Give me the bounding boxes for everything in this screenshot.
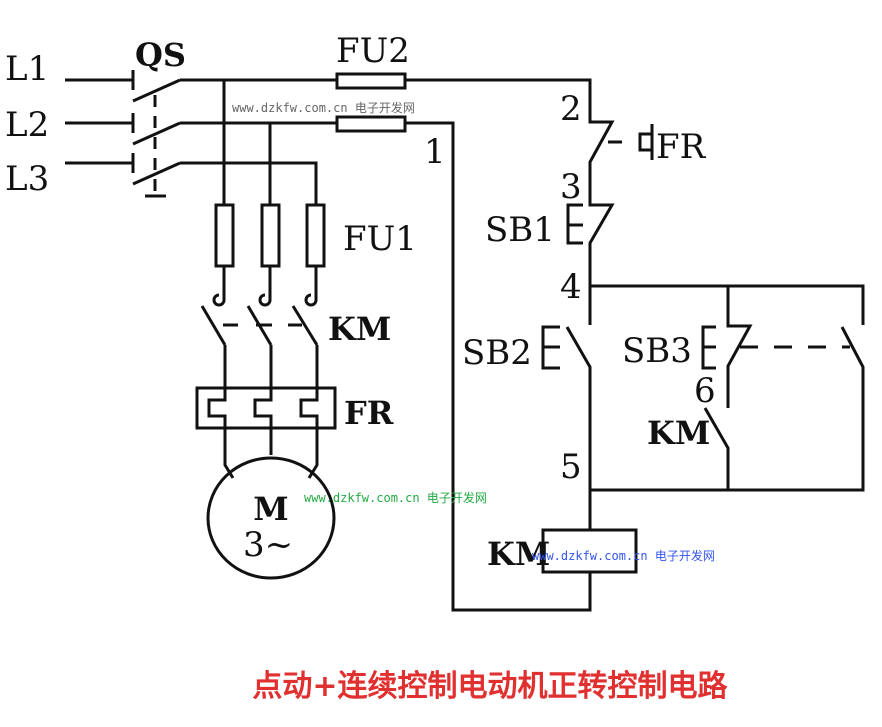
label-node-1: 1 xyxy=(424,132,446,172)
label-node-2: 2 xyxy=(560,89,582,129)
supply-lines xyxy=(65,78,133,165)
label-sb2: SB2 xyxy=(462,333,532,373)
label-fu1: FU1 xyxy=(343,219,417,259)
watermark: www.dzkfw.com.cn 电子开发网 xyxy=(532,548,715,563)
control-circuit xyxy=(541,100,865,574)
qs-switch xyxy=(131,70,181,198)
label-l1: L1 xyxy=(5,49,49,89)
label-motor-phase: 3~ xyxy=(243,525,293,565)
label-node-4: 4 xyxy=(560,267,582,307)
label-l3: L3 xyxy=(5,159,49,199)
watermark: www.dzkfw.com.cn 电子开发网 xyxy=(232,100,415,115)
label-fu2: FU2 xyxy=(336,31,410,71)
label-l2: L2 xyxy=(5,105,49,145)
label-node-5: 5 xyxy=(560,447,582,487)
label-fr-contact: FR xyxy=(656,127,707,167)
label-motor-m: M xyxy=(253,490,288,528)
label-km-aux: KM xyxy=(647,414,710,452)
label-km-coil: KM xyxy=(487,535,550,573)
power-circuit xyxy=(195,203,337,580)
label-qs: QS xyxy=(135,36,186,74)
label-node-3: 3 xyxy=(560,167,582,207)
diagram-title: 点动+连续控制电动机正转控制电路 xyxy=(252,669,728,704)
fu2-fuses xyxy=(335,72,407,133)
label-fr-main: FR xyxy=(344,394,394,432)
watermark: www.dzkfw.com.cn 电子开发网 xyxy=(304,490,487,505)
label-node-6: 6 xyxy=(694,371,716,411)
label-sb1: SB1 xyxy=(485,210,555,250)
label-km-main: KM xyxy=(328,310,391,348)
label-sb3: SB3 xyxy=(622,331,692,371)
